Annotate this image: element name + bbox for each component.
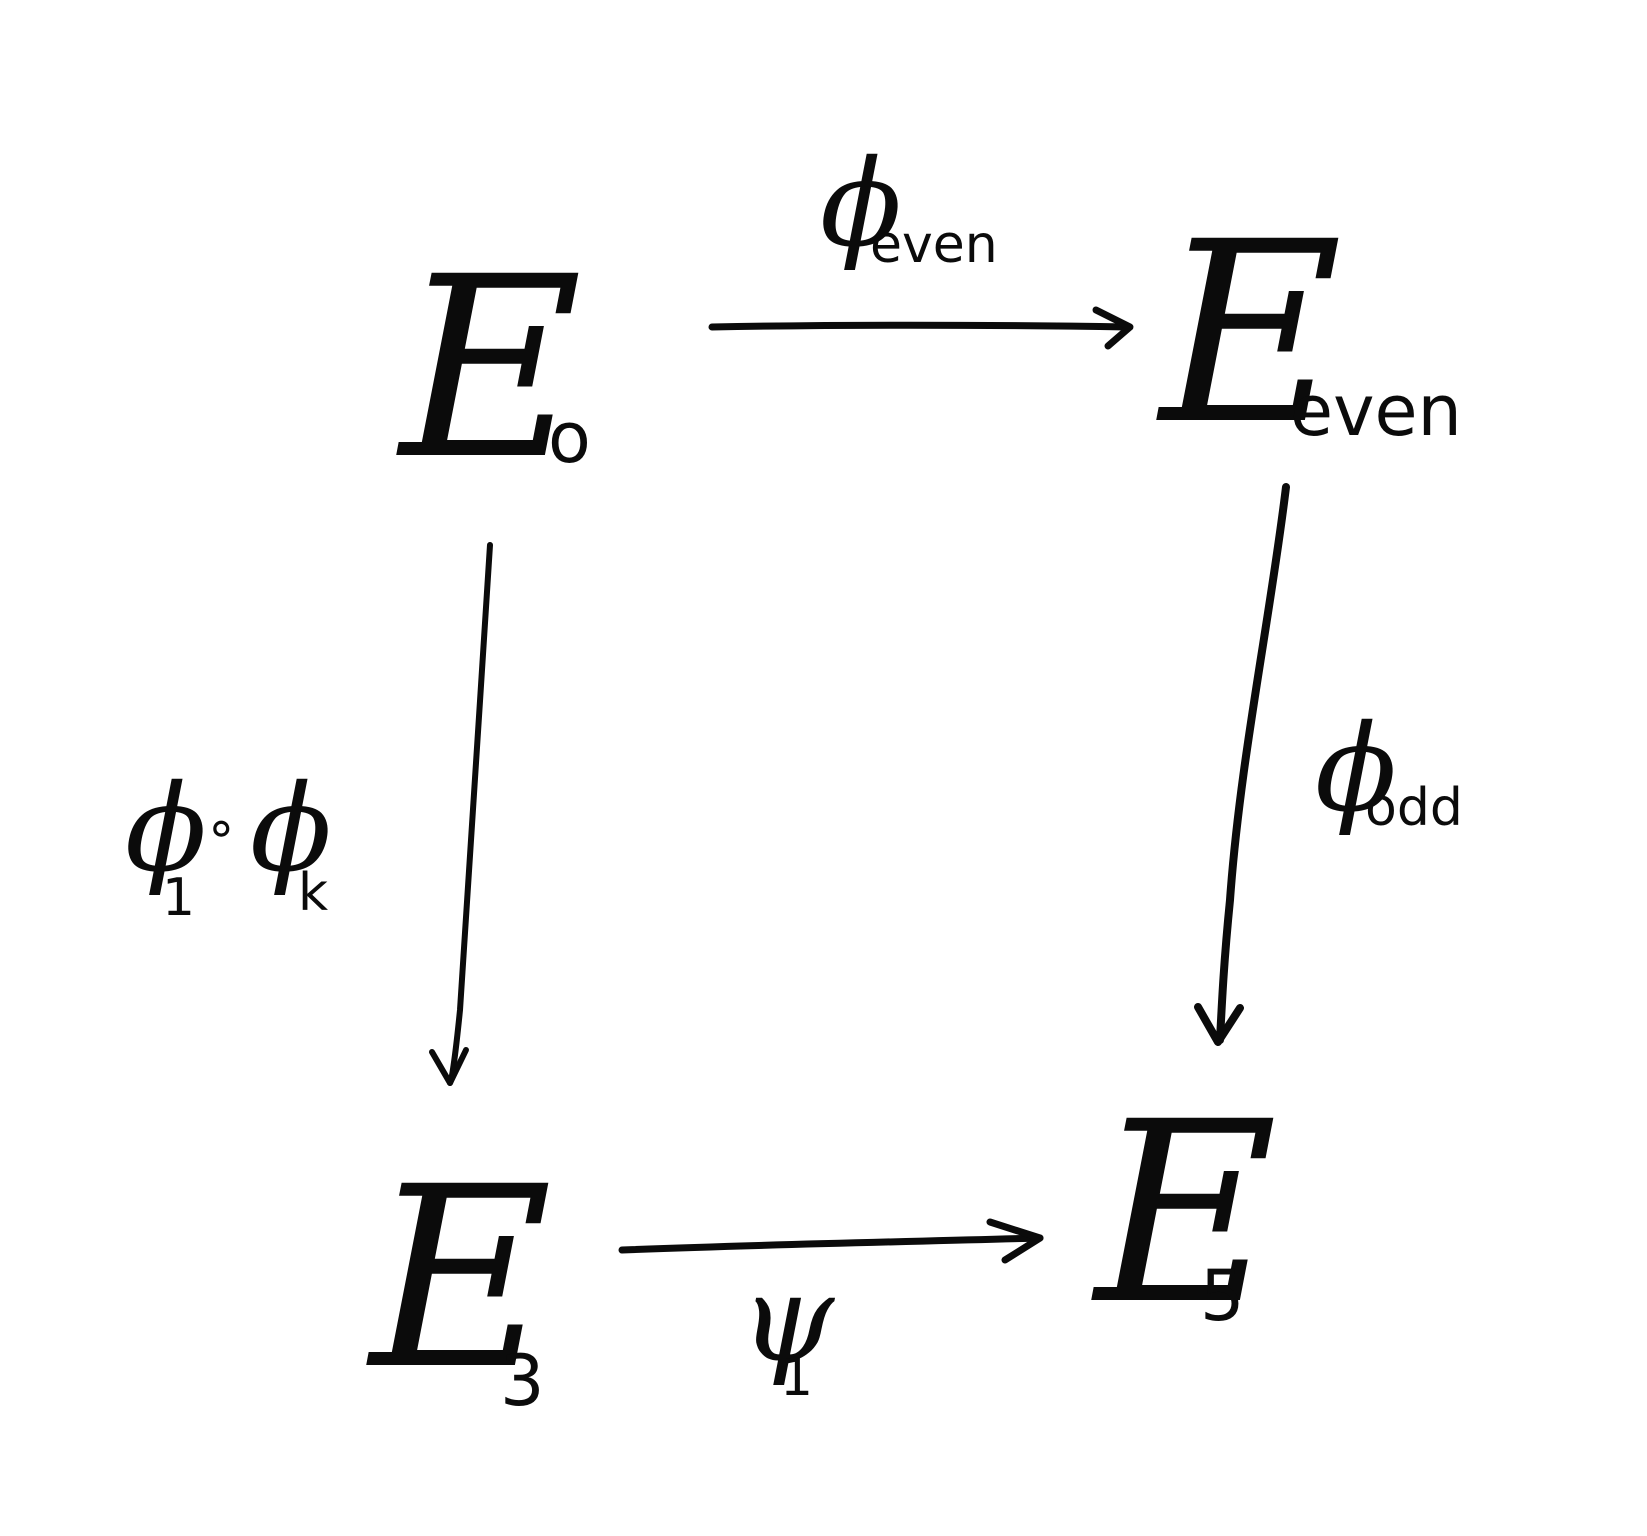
edge-right-label-symbol: ϕ xyxy=(1315,700,1397,839)
edge-left-arrowhead xyxy=(429,1047,469,1086)
node-top-right-symbol: E xyxy=(1156,188,1343,479)
edge-bottom-line xyxy=(618,1234,1044,1254)
edge-top-label-symbol: ϕ xyxy=(820,135,902,274)
edge-right-arrowhead xyxy=(1194,1003,1244,1046)
node-bottom-right-symbol: E xyxy=(1091,1068,1278,1359)
edge-left-label-symbol-2: ϕ xyxy=(250,760,332,899)
edge-right-label-subscript: odd xyxy=(1365,778,1463,838)
node-bottom-right-subscript: 5 xyxy=(1200,1255,1245,1337)
edge-left-label-compose: ∘ xyxy=(205,798,238,858)
edge-top: ϕ even xyxy=(708,135,1134,350)
node-top-left-subscript: o xyxy=(548,397,591,479)
edge-top-line xyxy=(708,321,1132,331)
edge-bottom: ψ 1 xyxy=(618,1218,1044,1408)
edge-right: ϕ odd xyxy=(1194,483,1463,1046)
edge-top-arrowhead xyxy=(1092,306,1134,350)
edge-right-line xyxy=(1216,483,1290,1044)
node-bottom-left-symbol: E xyxy=(366,1133,553,1424)
node-bottom-left-subscript: 3 xyxy=(500,1340,545,1422)
edge-left-label-symbol-1: ϕ xyxy=(125,760,207,899)
edge-left-label-subscript-1: 1 xyxy=(162,868,195,928)
edge-bottom-arrowhead xyxy=(986,1218,1044,1264)
edge-top-label-subscript: even xyxy=(870,215,998,275)
edge-left: ϕ 1 ∘ ϕ k xyxy=(125,542,493,1086)
node-top-right-subscript: even xyxy=(1290,370,1462,452)
node-top-left: E o xyxy=(396,223,591,514)
edge-left-label-subscript-2: k xyxy=(298,863,328,923)
edge-bottom-label-symbol: ψ xyxy=(740,1250,836,1389)
node-bottom-right: E 5 xyxy=(1091,1068,1278,1359)
node-bottom-left: E 3 xyxy=(366,1133,553,1424)
node-top-left-symbol: E xyxy=(396,223,583,514)
edge-bottom-label-subscript: 1 xyxy=(780,1348,813,1408)
edge-left-line xyxy=(447,542,493,1086)
node-top-right: E even xyxy=(1156,188,1462,479)
